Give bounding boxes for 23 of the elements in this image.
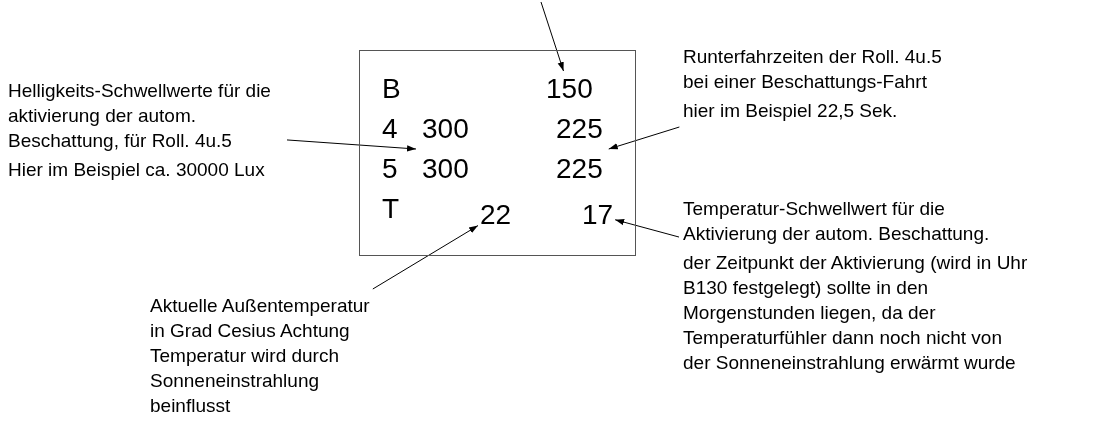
annotation-text: Helligkeits-Schwellwerte für die aktivierung der autom. Beschattung, für Roll. 4u.5 bbox=[8, 79, 272, 153]
display-value: T bbox=[382, 193, 400, 225]
display-value: B bbox=[382, 73, 401, 105]
annotation-text: Temperatur-Schwellwert für die Aktivierung der autom. Beschattung. bbox=[683, 197, 991, 246]
display-value: 17 bbox=[582, 199, 614, 231]
annotation-text: Aktuelle Außentemperatur in Grad Cesius Achtung Temperatur wird durch Sonneneinstrahlung beinflusst bbox=[150, 294, 371, 418]
display-value: 225 bbox=[556, 153, 603, 185]
display-value: 300 bbox=[422, 113, 469, 145]
display-value: 4 bbox=[382, 113, 398, 145]
display-value: 150 bbox=[546, 73, 593, 105]
display-value: 300 bbox=[422, 153, 469, 185]
annotation-text: hier im Beispiel 22,5 Sek. bbox=[683, 99, 899, 123]
display-value: 225 bbox=[556, 113, 603, 145]
leader-arrow bbox=[286, 139, 417, 152]
annotation-text: Hier im Beispiel ca. 30000 Lux bbox=[8, 158, 266, 182]
display-value: 22 bbox=[480, 199, 512, 231]
leader-arrow bbox=[608, 126, 680, 150]
leader-arrow bbox=[540, 1, 564, 72]
leader-arrow bbox=[614, 219, 680, 238]
display-frame bbox=[359, 50, 636, 256]
leader-arrow bbox=[372, 225, 479, 290]
annotation-text: der Zeitpunkt der Aktivierung (wird in Uhr B130 festgelegt) sollte in den Morgenstunden liegen, da der Temperaturfühler dann noch nicht von der Sonneneinstrahlung erwärmt wurde bbox=[683, 251, 1029, 375]
display-value: 5 bbox=[382, 153, 398, 185]
